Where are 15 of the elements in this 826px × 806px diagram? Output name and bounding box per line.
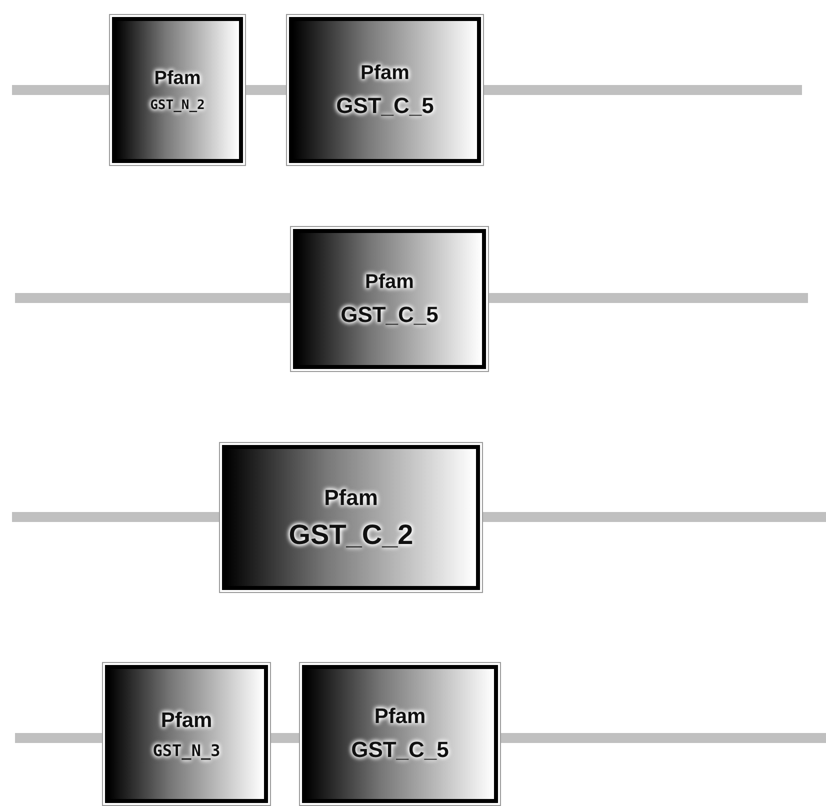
domain-name: GST_N_3 <box>152 740 220 760</box>
domain-box <box>222 445 480 590</box>
database-label: Pfam <box>160 708 212 732</box>
domain-box <box>302 665 498 803</box>
database-label: Pfam <box>365 270 414 294</box>
domain-box <box>112 17 243 163</box>
domain-box <box>293 229 486 369</box>
database-label: Pfam <box>324 484 378 510</box>
domain-name: GST_C_2 <box>288 518 414 550</box>
domain-name: GST_N_2 <box>150 98 205 112</box>
domain-box <box>289 17 481 163</box>
database-label: Pfam <box>374 705 426 729</box>
database-label: Pfam <box>360 62 410 84</box>
database-label: Pfam <box>154 68 201 90</box>
domain-box <box>105 665 268 803</box>
